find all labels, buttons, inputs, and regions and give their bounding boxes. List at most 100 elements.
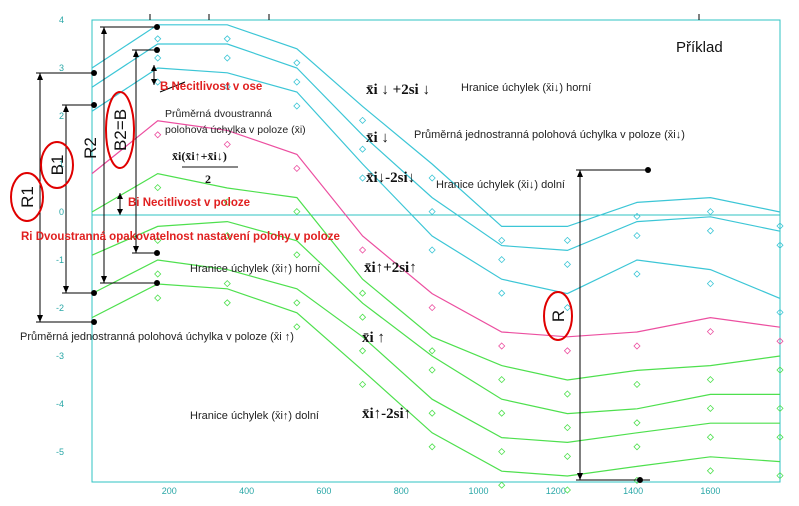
marker-points (154, 35, 784, 494)
marker-point (706, 328, 714, 336)
marker-point (293, 323, 301, 331)
y-tick-label: -1 (56, 255, 64, 265)
marker-point (706, 433, 714, 441)
reference-dots (91, 24, 651, 483)
formula-mean-denominator: 2 (205, 172, 211, 186)
marker-point (776, 241, 784, 249)
series-line-1 (91, 24, 781, 227)
marker-point (563, 486, 571, 494)
y-tick-label: 4 (59, 15, 64, 25)
marker-point (498, 409, 506, 417)
marker-point (428, 409, 436, 417)
marker-point (706, 467, 714, 475)
marker-point (428, 304, 436, 312)
marker-point (428, 208, 436, 216)
x-tick-label: 600 (316, 486, 331, 496)
marker-point (706, 280, 714, 288)
marker-point (293, 251, 301, 259)
marker-point (293, 299, 301, 307)
marker-point (776, 337, 784, 345)
marker-point (293, 78, 301, 86)
x-tick-label: 200 (162, 486, 177, 496)
marker-point (563, 236, 571, 244)
y-tick-label: 0 (59, 207, 64, 217)
label-b: B Necitlivost v ose (160, 81, 262, 93)
label-upper-down: Hranice úchylek (x̄i↓) horní (461, 82, 591, 94)
marker-point (633, 342, 641, 350)
circled-label-b2: B2=B (105, 91, 135, 169)
marker-point (358, 145, 367, 153)
marker-point (563, 452, 571, 460)
marker-point (776, 308, 784, 316)
marker-point (498, 448, 506, 456)
label-avg-two-sided-2: polohová úchylka v poloze (x̄i) (165, 124, 306, 136)
svg-text:R2: R2 (81, 137, 100, 159)
marker-point (633, 270, 641, 278)
marker-point (706, 404, 714, 412)
y-tick-label: 2 (59, 111, 64, 121)
marker-point (223, 140, 231, 148)
marker-point (223, 83, 231, 91)
marker-point (154, 131, 162, 139)
marker-point (563, 347, 571, 355)
marker-point (223, 280, 231, 288)
marker-point (358, 347, 367, 355)
label-avg-one-down: Průměrná jednostranná polohová úchylka v… (414, 129, 685, 141)
marker-point (776, 472, 784, 480)
y-tick-label: 3 (59, 63, 64, 73)
x-tick-label: 1200 (546, 486, 566, 496)
chart-title: Příklad (676, 39, 723, 56)
dimension-arrowheads (37, 27, 583, 480)
label-upper-up: Hranice úchylek (x̄i↑) horní (190, 263, 320, 275)
marker-point (428, 443, 436, 451)
label-lower-down: Hranice úchylek (x̄i↓) dolní (436, 179, 565, 191)
label-avg-one-up: Průměrná jednostranná polohová úchylka v… (20, 331, 294, 343)
marker-point (154, 54, 162, 62)
x-tick-label: 1600 (700, 486, 720, 496)
marker-point (776, 222, 784, 230)
marker-point (223, 299, 231, 307)
label-ri: Ri Dvoustranná opakovatelnost nastavení … (21, 231, 340, 243)
y-tick-label: -5 (56, 447, 64, 457)
label-avg-two-sided-1: Průměrná dvoustranná (165, 108, 272, 120)
marker-point (428, 366, 436, 374)
marker-point (563, 424, 571, 432)
svg-text:B1: B1 (48, 155, 67, 176)
formula-upper-down: x̄i ↓ +2si ↓ (366, 82, 430, 98)
marker-point (706, 208, 714, 216)
marker-point (563, 260, 571, 268)
svg-text:R: R (549, 310, 568, 322)
marker-point (633, 443, 641, 451)
svg-text:R1: R1 (18, 186, 37, 208)
series-lines (91, 24, 781, 477)
series-line-7 (91, 259, 780, 444)
svg-text:B2=B: B2=B (111, 109, 130, 151)
marker-point (358, 246, 367, 254)
marker-point (223, 35, 231, 43)
marker-point (428, 347, 436, 355)
formula-mean-numerator: x̄i(x̄i↑+x̄i↓) (172, 149, 227, 163)
marker-point (563, 390, 571, 398)
marker-point (154, 270, 162, 278)
x-tick-label: 1000 (469, 486, 489, 496)
marker-point (498, 342, 506, 350)
marker-point (154, 35, 162, 43)
series-line-3 (91, 67, 781, 299)
circled-label-b1: B1 (40, 141, 74, 189)
marker-point (428, 174, 436, 182)
formula-avg-up: x̄i ↑ (362, 330, 385, 346)
marker-point (498, 481, 506, 489)
marker-point (498, 256, 506, 264)
marker-point (633, 380, 641, 388)
label-bi: Bi Necitlivost v poloze (128, 197, 250, 209)
formula-upper-up: x̄i↑+2si↑ (364, 260, 417, 276)
marker-point (293, 164, 301, 172)
marker-point (498, 236, 506, 244)
series-line-2 (91, 43, 781, 252)
marker-point (706, 376, 714, 384)
marker-point (154, 184, 162, 192)
circled-label-r1: R1 (10, 172, 44, 222)
